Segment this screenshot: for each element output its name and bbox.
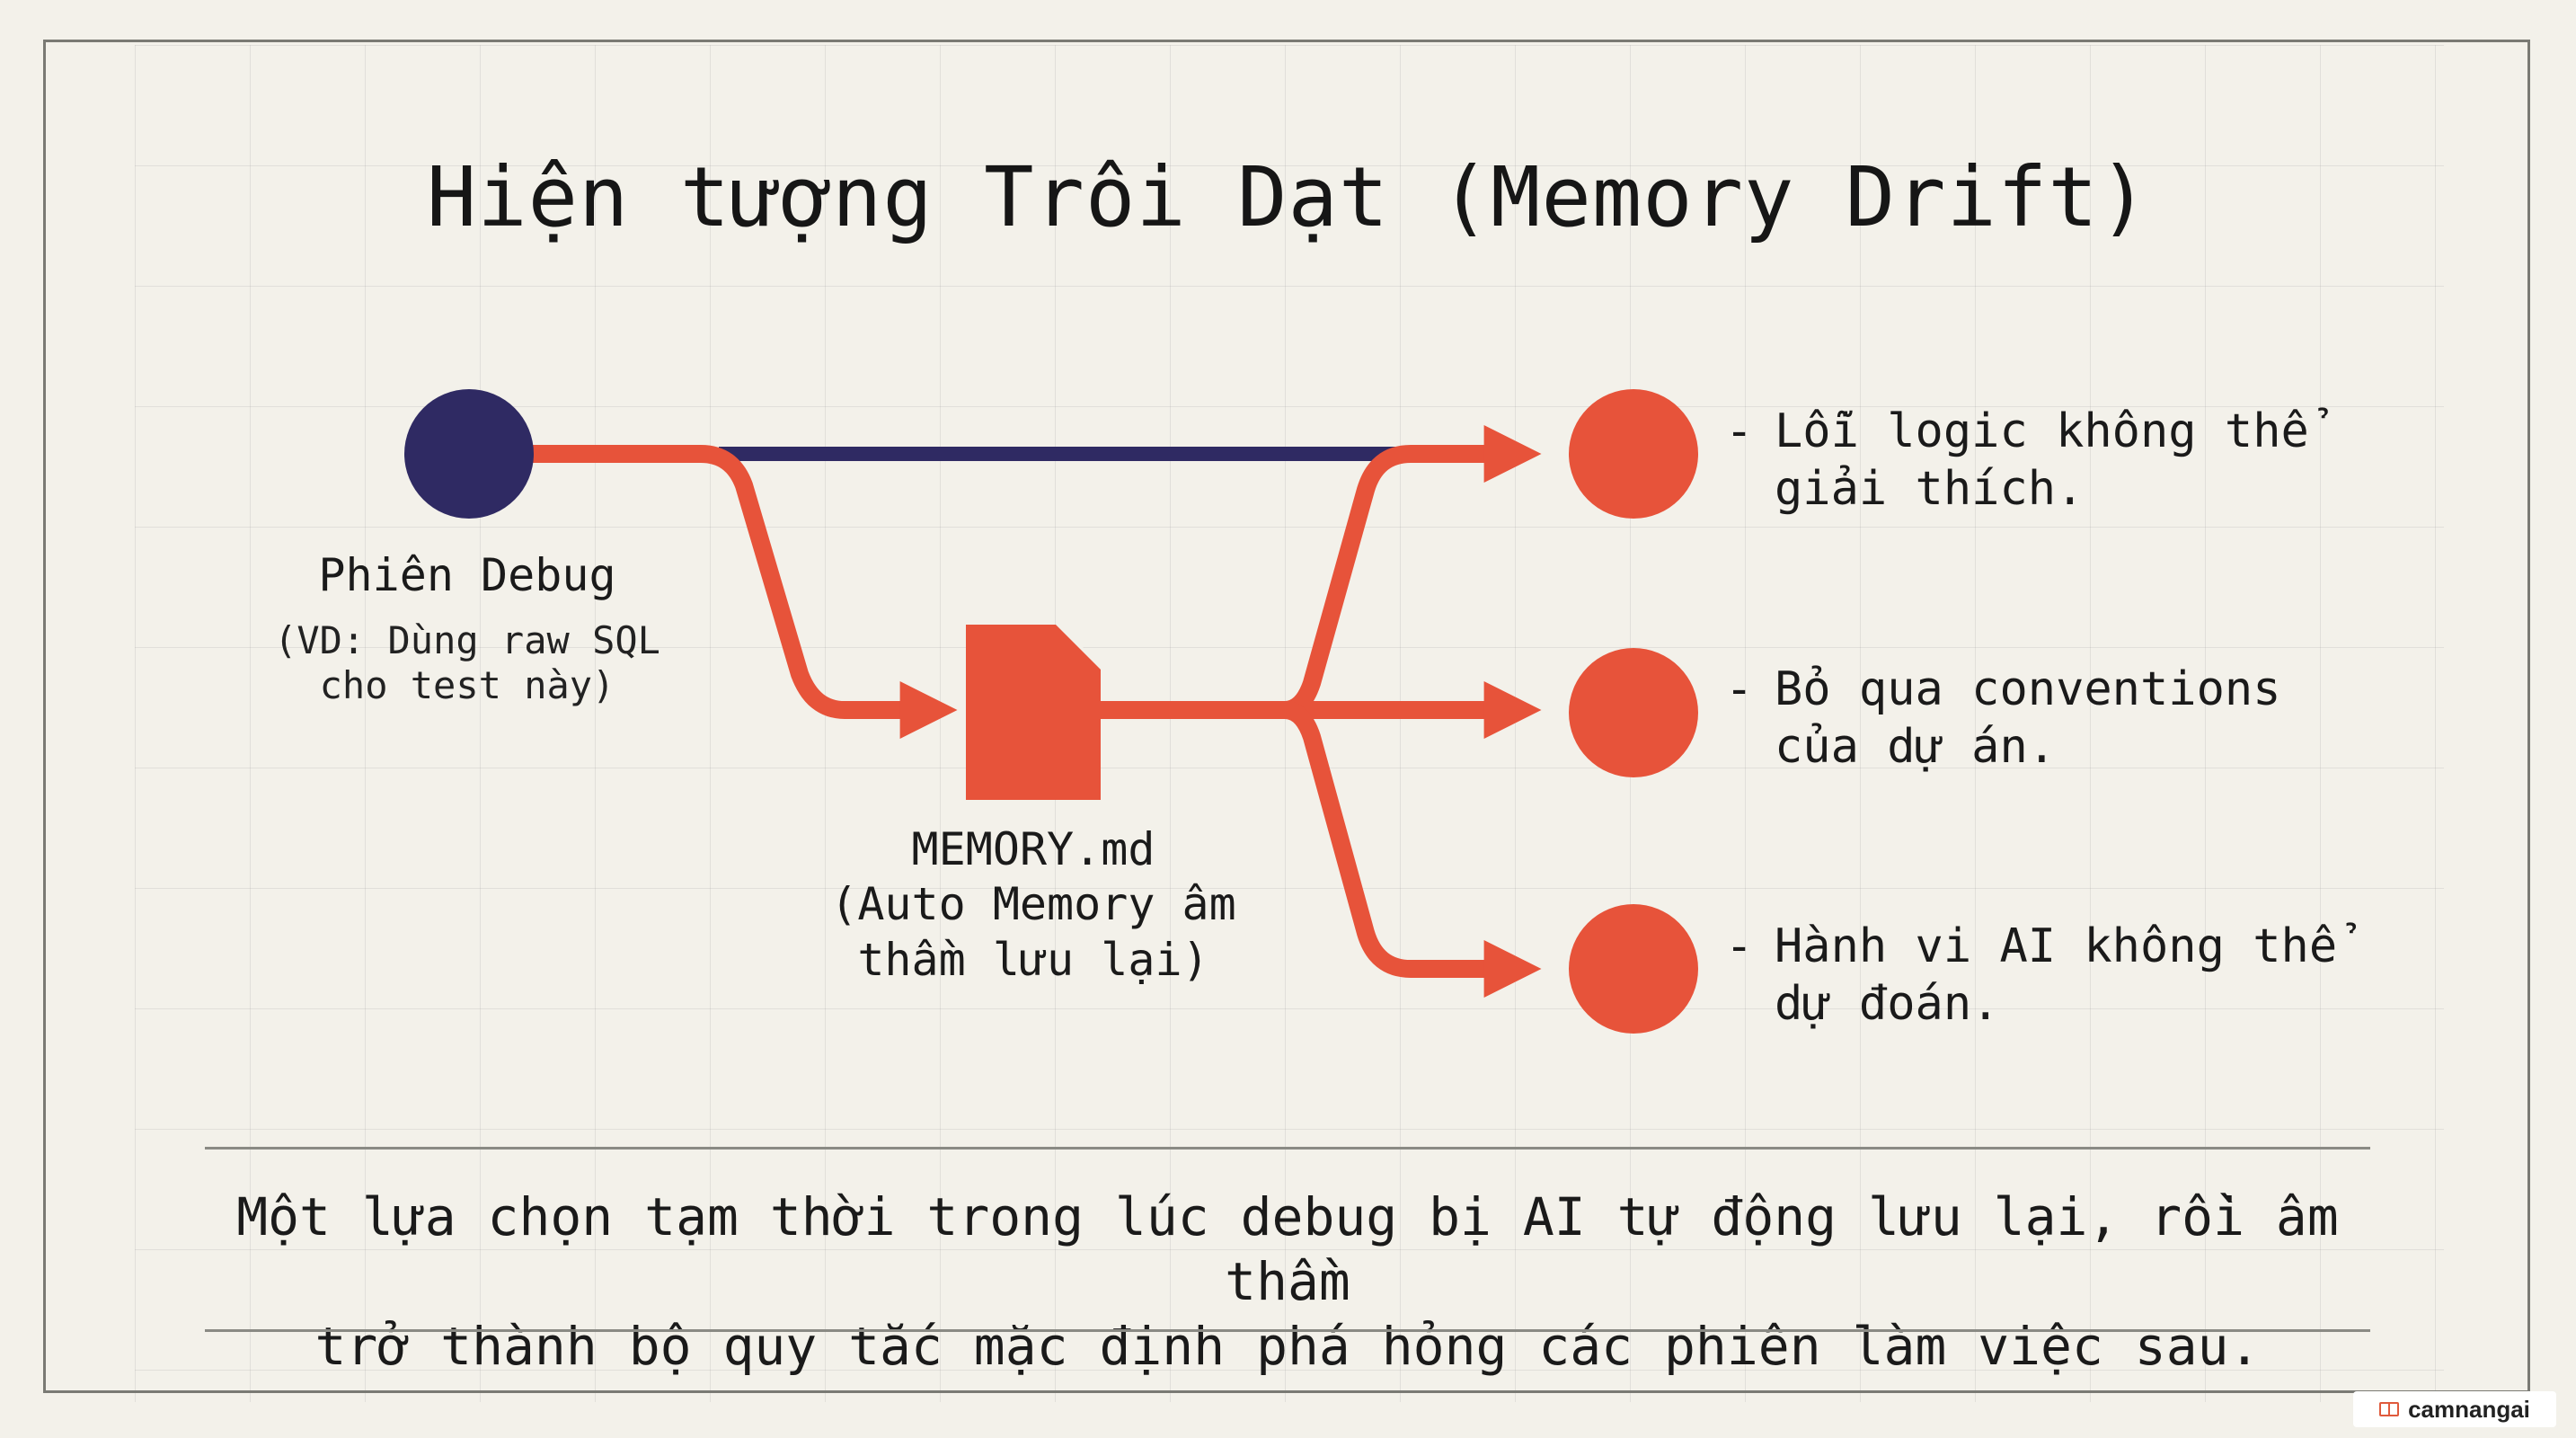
- page-title: Hiện tượng Trôi Dạt (Memory Drift): [426, 149, 2150, 245]
- book-icon: [2379, 1402, 2400, 1416]
- outcome-2-line1: Bỏ qua conventions: [1775, 662, 2281, 716]
- document-icon: [966, 625, 1101, 800]
- branch-arrow-3: [1284, 701, 1542, 999]
- caption: Một lựa chọn tạm thời trong lúc debug bị…: [205, 1185, 2370, 1379]
- outcome-1-bullet: -: [1725, 404, 1754, 458]
- caption-line2: trở thành bộ quy tắc mặc định phá hỏng c…: [314, 1316, 2261, 1377]
- outcome-1-line2: giải thích.: [1775, 462, 2085, 516]
- outcome-3-line1: Hành vi AI không thể: [1775, 919, 2338, 973]
- caption-bottom-rule: [205, 1329, 2370, 1332]
- outcome-2-line2: của dự án.: [1775, 720, 2057, 774]
- source-note-line2: cho test này): [319, 663, 615, 707]
- outcome-1-line1: Lỗi logic không thể: [1775, 404, 2309, 458]
- outcome-3-line2: dự đoán.: [1775, 977, 2000, 1031]
- caption-top-rule: [205, 1147, 2370, 1150]
- memory-file-label: MEMORY.md: [911, 823, 1155, 875]
- outcome-node-2: [1569, 648, 1698, 777]
- source-note: (VD: Dùng raw SQL cho test này): [261, 618, 674, 708]
- branch-arrow-1: [1284, 424, 1542, 719]
- caption-line1: Một lựa chọn tạm thời trong lúc debug bị…: [236, 1186, 2339, 1312]
- outcome-2-text: Bỏ qua conventions của dự án.: [1775, 661, 2350, 776]
- watermark-badge[interactable]: camnangai: [2353, 1391, 2556, 1427]
- outcome-node-3: [1569, 904, 1698, 1034]
- outcome-node-1: [1569, 389, 1698, 519]
- outcome-3-text: Hành vi AI không thể dự đoán.: [1775, 918, 2350, 1033]
- memory-note-line2: thầm lưu lại): [857, 934, 1209, 986]
- outcome-1-text: Lỗi logic không thể giải thích.: [1775, 403, 2350, 518]
- outcome-3-bullet: -: [1725, 919, 1754, 973]
- background-grid: [135, 45, 2444, 1402]
- path-to-memory: [503, 445, 958, 740]
- source-label: Phiên Debug: [318, 549, 616, 601]
- source-note-line1: (VD: Dùng raw SQL: [274, 618, 660, 662]
- watermark-text: camnangai: [2408, 1395, 2530, 1423]
- slide-frame: [43, 40, 2530, 1393]
- memory-note-line1: (Auto Memory âm: [830, 878, 1236, 930]
- memory-file-note: (Auto Memory âm thầm lưu lại): [791, 876, 1276, 988]
- outcome-2-bullet: -: [1725, 662, 1754, 716]
- source-node: [404, 389, 534, 519]
